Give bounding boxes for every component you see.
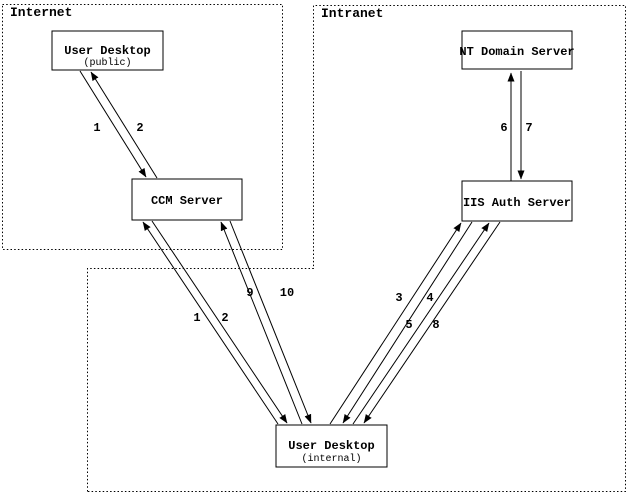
edge-label-1-internet: 1 bbox=[93, 121, 100, 135]
edge-label-1-internal: 1 bbox=[193, 311, 200, 325]
edge-2-ccm-to-public-desktop bbox=[90, 71, 158, 179]
edge-label-7: 7 bbox=[525, 121, 532, 135]
node-user-desktop-internal: User Desktop (internal) bbox=[275, 424, 388, 468]
node-sublabel-user-desktop-public: (public) bbox=[83, 57, 131, 69]
edge-8-iis-to-internal-desktop bbox=[363, 221, 501, 424]
edge-2-ccm-to-internal-desktop bbox=[151, 220, 288, 424]
edge-3-internal-desktop-to-iis bbox=[329, 222, 462, 425]
node-ccm-server: CCM Server bbox=[131, 178, 243, 221]
node-label-user-desktop-internal: User Desktop bbox=[288, 439, 374, 453]
intranet-zone-border bbox=[87, 5, 626, 492]
edge-label-8: 8 bbox=[432, 318, 439, 332]
edge-label-4: 4 bbox=[426, 291, 433, 305]
edge-1-public-desktop-to-ccm bbox=[79, 70, 147, 178]
edge-5-internal-desktop-to-iis bbox=[352, 222, 490, 425]
edge-label-9: 9 bbox=[246, 286, 253, 300]
node-user-desktop-public: User Desktop (public) bbox=[51, 30, 164, 71]
node-label-user-desktop-public: User Desktop bbox=[64, 44, 150, 58]
edge-label-2-internet: 2 bbox=[136, 121, 143, 135]
edge-label-3: 3 bbox=[395, 291, 402, 305]
node-box-iis-auth-server bbox=[461, 180, 573, 222]
node-iis-auth-server: IIS Auth Server bbox=[461, 180, 573, 222]
node-label-ccm-server: CCM Server bbox=[151, 194, 223, 208]
node-box-user-desktop-public bbox=[51, 30, 164, 71]
node-sublabel-user-desktop-internal: (internal) bbox=[301, 453, 361, 465]
node-nt-domain-server: NT Domain Server bbox=[459, 30, 575, 70]
edge-label-5: 5 bbox=[405, 318, 412, 332]
intranet-zone-label: Intranet bbox=[321, 6, 383, 21]
node-box-user-desktop-internal bbox=[275, 424, 388, 468]
edge-4-iis-to-internal-desktop bbox=[342, 221, 473, 424]
edge-label-2-internal: 2 bbox=[221, 311, 228, 325]
edge-1-internal-desktop-to-ccm bbox=[142, 221, 279, 425]
node-box-ccm-server bbox=[131, 178, 243, 221]
node-label-iis-auth-server: IIS Auth Server bbox=[463, 196, 571, 210]
node-box-nt-domain-server bbox=[461, 30, 573, 70]
edge-10-ccm-to-internal-desktop bbox=[229, 220, 312, 424]
node-label-nt-domain-server: NT Domain Server bbox=[459, 45, 574, 59]
edge-label-6: 6 bbox=[500, 121, 507, 135]
internet-zone-label: Internet bbox=[10, 5, 72, 20]
edge-9-internal-desktop-to-ccm bbox=[220, 221, 303, 425]
edge-label-10: 10 bbox=[280, 286, 294, 300]
